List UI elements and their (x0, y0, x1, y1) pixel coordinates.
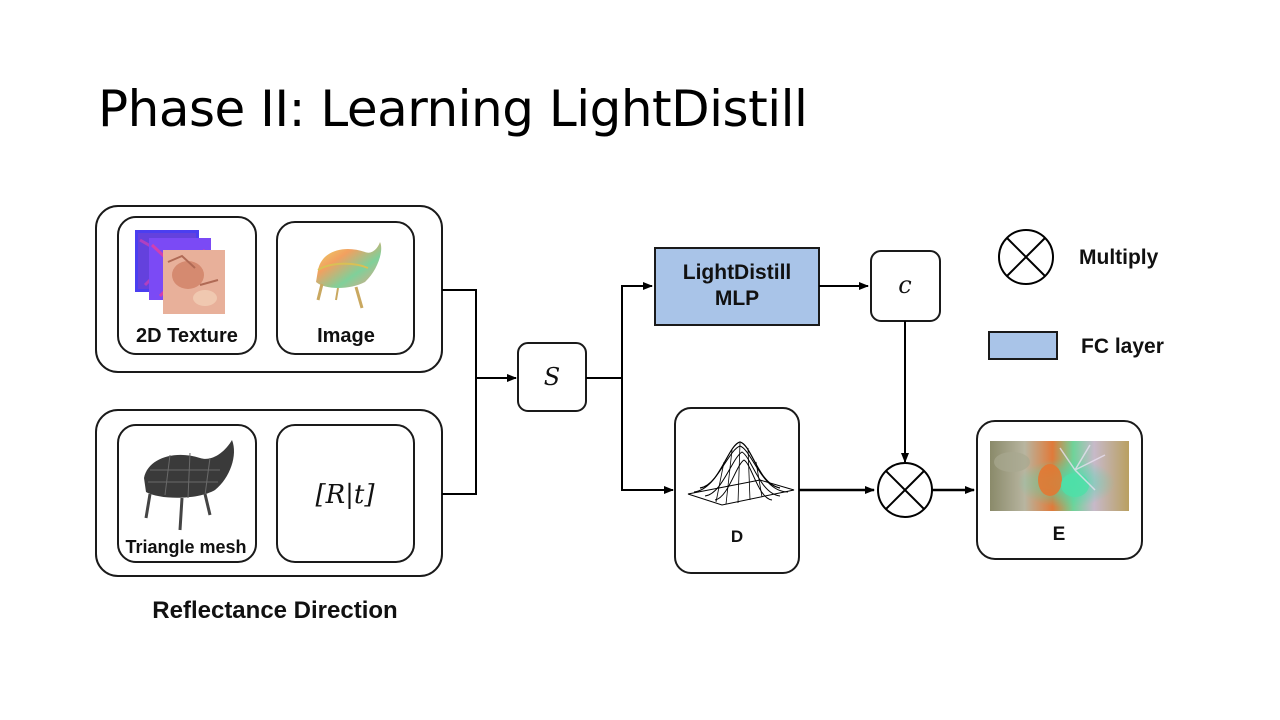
slide-title: Phase II: Learning LightDistill (98, 80, 808, 138)
chair-image-thumbnail (316, 242, 382, 309)
arrow-s-to-d (621, 378, 674, 494)
pose-label: [R|t] (315, 480, 375, 510)
legend-fc-swatch (988, 331, 1058, 360)
texture-label: 2D Texture (136, 325, 238, 347)
connector-top-to-s (442, 289, 477, 378)
mlp-label-line1: LightDistill (683, 261, 792, 284)
legend-fc-label: FC layer (1081, 335, 1164, 358)
d-label: D (731, 527, 743, 546)
legend-multiply-label: Multiply (1079, 246, 1159, 269)
triangle-mesh-thumbnail (144, 440, 235, 531)
image-label: Image (317, 325, 375, 347)
multiply-node (877, 462, 933, 518)
environment-map-thumbnail (990, 441, 1129, 511)
mlp-label-line2: MLP (715, 287, 759, 310)
legend-multiply-icon (998, 229, 1054, 285)
connector-bottom-to-s (442, 378, 477, 495)
reflectance-direction-caption: Reflectance Direction (152, 597, 397, 624)
e-label: E (1053, 524, 1066, 545)
lightdistill-mlp-block (654, 247, 820, 326)
texture-thumbnail (135, 230, 225, 314)
s-label: S (544, 363, 560, 391)
mesh-label: Triangle mesh (125, 537, 246, 557)
c-label: c (898, 271, 911, 299)
gaussian-surface-icon (687, 441, 795, 506)
arrow-s-to-mlp (621, 282, 653, 378)
pose-card (276, 424, 415, 563)
